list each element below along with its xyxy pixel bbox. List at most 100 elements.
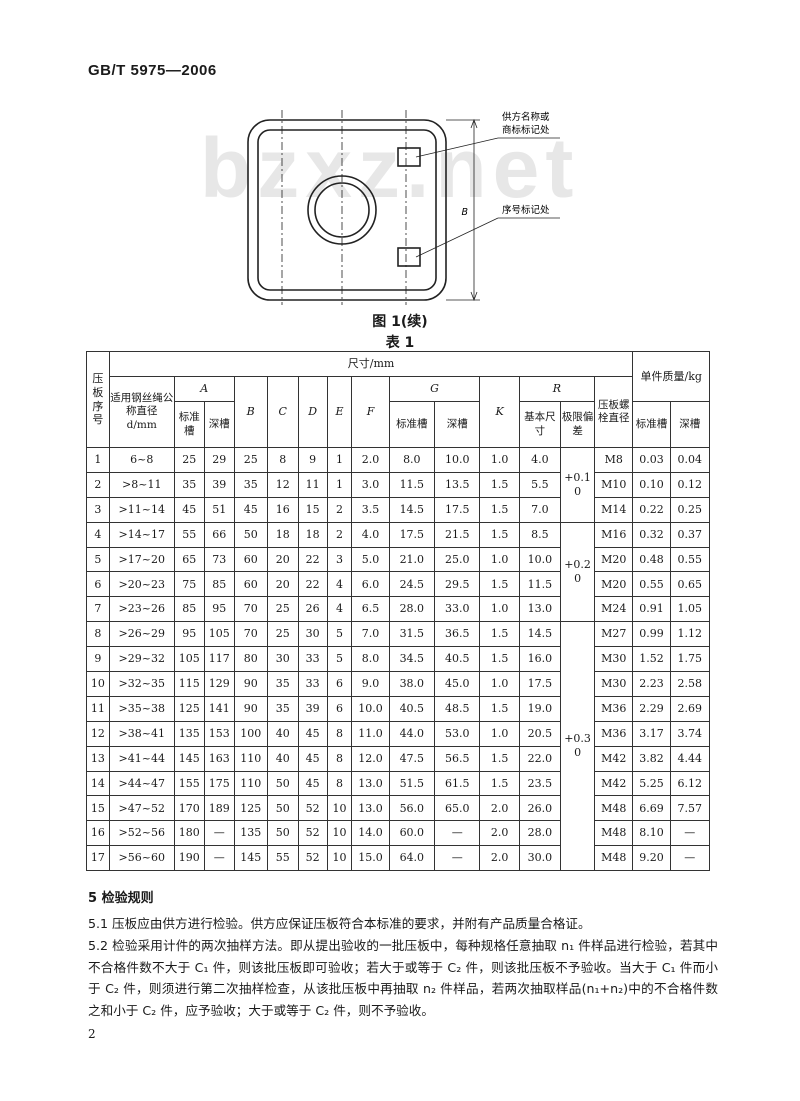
table-cell: 6: [326, 695, 353, 722]
table-cell: 1.52: [632, 646, 671, 673]
table-cell: 0.22: [632, 496, 671, 523]
table-caption: 表 1: [385, 335, 415, 351]
table-cell: 34.5: [388, 646, 436, 673]
table-cell: 1.5: [479, 646, 520, 673]
table-cell: 73: [203, 546, 235, 573]
figure-caption: 图 1(续): [372, 314, 428, 330]
table-cell: 44.0: [388, 720, 436, 747]
header-mass-standard: 标准槽: [632, 401, 671, 448]
header-d: D: [297, 376, 328, 448]
table-cell: 0.37: [669, 521, 711, 548]
table-cell: 2: [326, 521, 353, 548]
table-cell: M20: [594, 571, 634, 598]
table-cell: 15: [297, 496, 328, 523]
table-cell: 110: [233, 770, 268, 797]
table-cell: 21.5: [434, 521, 481, 548]
table-cell: >20~23: [108, 571, 175, 598]
table-cell: 13: [86, 745, 110, 772]
table-cell: 8: [326, 720, 353, 747]
table-cell: 30: [266, 646, 299, 673]
header-b: B: [233, 376, 268, 448]
section-title: 5 检验规则: [88, 891, 154, 906]
table-cell: 1: [86, 447, 110, 473]
table-cell: 0.55: [669, 546, 711, 573]
table-cell: 16: [266, 496, 299, 523]
table-cell: 170: [173, 795, 205, 822]
table-cell: 19.0: [518, 695, 562, 722]
table-cell: 17.5: [388, 521, 436, 548]
table-cell: 5.0: [351, 546, 390, 573]
table-cell: 4.44: [669, 745, 711, 772]
table-cell: 20: [266, 546, 299, 573]
table-cell: 13.0: [351, 795, 390, 822]
table-cell: 110: [233, 745, 268, 772]
table-cell: 1.12: [669, 621, 711, 648]
table-cell: 105: [203, 621, 235, 648]
table-cell: 3.82: [632, 745, 671, 772]
table-cell: >14~17: [108, 521, 175, 548]
table-cell: —: [434, 820, 481, 847]
table-cell: 2.0: [479, 820, 520, 847]
table-cell: 53.0: [434, 720, 481, 747]
table-cell: 4.0: [351, 521, 390, 548]
table-cell: 7.0: [351, 621, 390, 648]
table-cell: 17.5: [434, 496, 481, 523]
table-cell: 22: [297, 571, 328, 598]
table-cell: >52~56: [108, 820, 175, 847]
header-e: E: [326, 376, 353, 448]
table-cell: 1.5: [479, 695, 520, 722]
header-a-standard: 标准槽: [173, 401, 205, 448]
table-cell: >23~26: [108, 596, 175, 623]
table-cell: 189: [203, 795, 235, 822]
table-cell: 90: [233, 671, 268, 697]
table-cell: 105: [173, 646, 205, 673]
table-cell: 0.32: [632, 521, 671, 548]
table-cell: M36: [594, 720, 634, 747]
table-cell: 40: [266, 720, 299, 747]
table-cell: —: [434, 845, 481, 872]
table-cell: 33.0: [434, 596, 481, 623]
table-cell: M30: [594, 646, 634, 673]
table-cell: 85: [203, 571, 235, 598]
header-g-standard: 标准槽: [388, 401, 436, 448]
table-cell: 60: [233, 546, 268, 573]
table-cell: 0.25: [669, 496, 711, 523]
table-cell: 0.55: [632, 571, 671, 598]
table-cell: 14: [86, 770, 110, 797]
table-cell: 115: [173, 671, 205, 697]
table-cell: 117: [203, 646, 235, 673]
table-cell: >11~14: [108, 496, 175, 523]
table-cell: 4.0: [518, 447, 562, 473]
table-cell: 25: [233, 447, 268, 473]
table-cell: 11.5: [518, 571, 562, 598]
table-cell: 10: [326, 845, 353, 872]
table-cell: 6~8: [108, 447, 175, 473]
plate-outer-outline: [247, 119, 447, 301]
table-cell: 29: [203, 447, 235, 473]
table-cell: 17.5: [518, 671, 562, 697]
table-cell: 15: [86, 795, 110, 822]
table-cell: 18: [297, 521, 328, 548]
table-cell: 16.0: [518, 646, 562, 673]
table-cell: 145: [233, 845, 268, 872]
limit-deviation-cell: +0.1 0: [560, 447, 596, 523]
table-cell: 50: [233, 521, 268, 548]
watermark: bzxz.net: [200, 121, 580, 215]
leader-line-top: [415, 137, 499, 158]
table-cell: 51.5: [388, 770, 436, 797]
table-cell: 33: [297, 671, 328, 697]
table-cell: 26: [297, 596, 328, 623]
header-a: A: [173, 376, 235, 402]
table-cell: 70: [233, 621, 268, 648]
table-cell: 6: [86, 571, 110, 598]
table-cell: 10.0: [434, 447, 481, 473]
header-seq: 压板序号: [86, 351, 110, 448]
table-cell: —: [203, 820, 235, 847]
table-cell: 33: [297, 646, 328, 673]
table-cell: 64.0: [388, 845, 436, 872]
